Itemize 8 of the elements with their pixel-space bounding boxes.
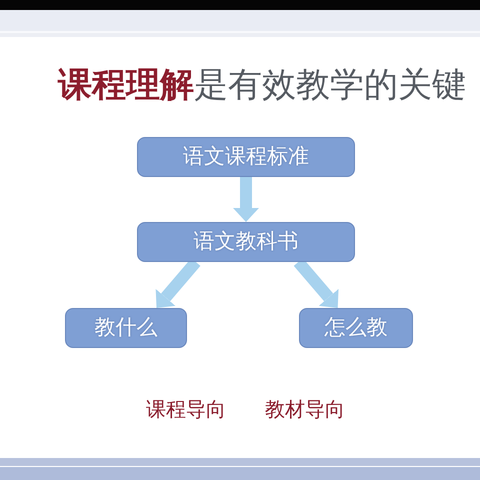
title: 课程理解是有效教学的关键 [58,66,466,105]
arrow [233,177,259,222]
caption-label: 教材导向 [265,397,345,421]
caption-label: 课程导向 [146,397,226,421]
process-box: 教什么 [65,308,187,348]
process-box: 语文教科书 [137,222,355,262]
process-box: 怎么教 [299,308,413,348]
process-box: 语文课程标准 [137,137,355,177]
